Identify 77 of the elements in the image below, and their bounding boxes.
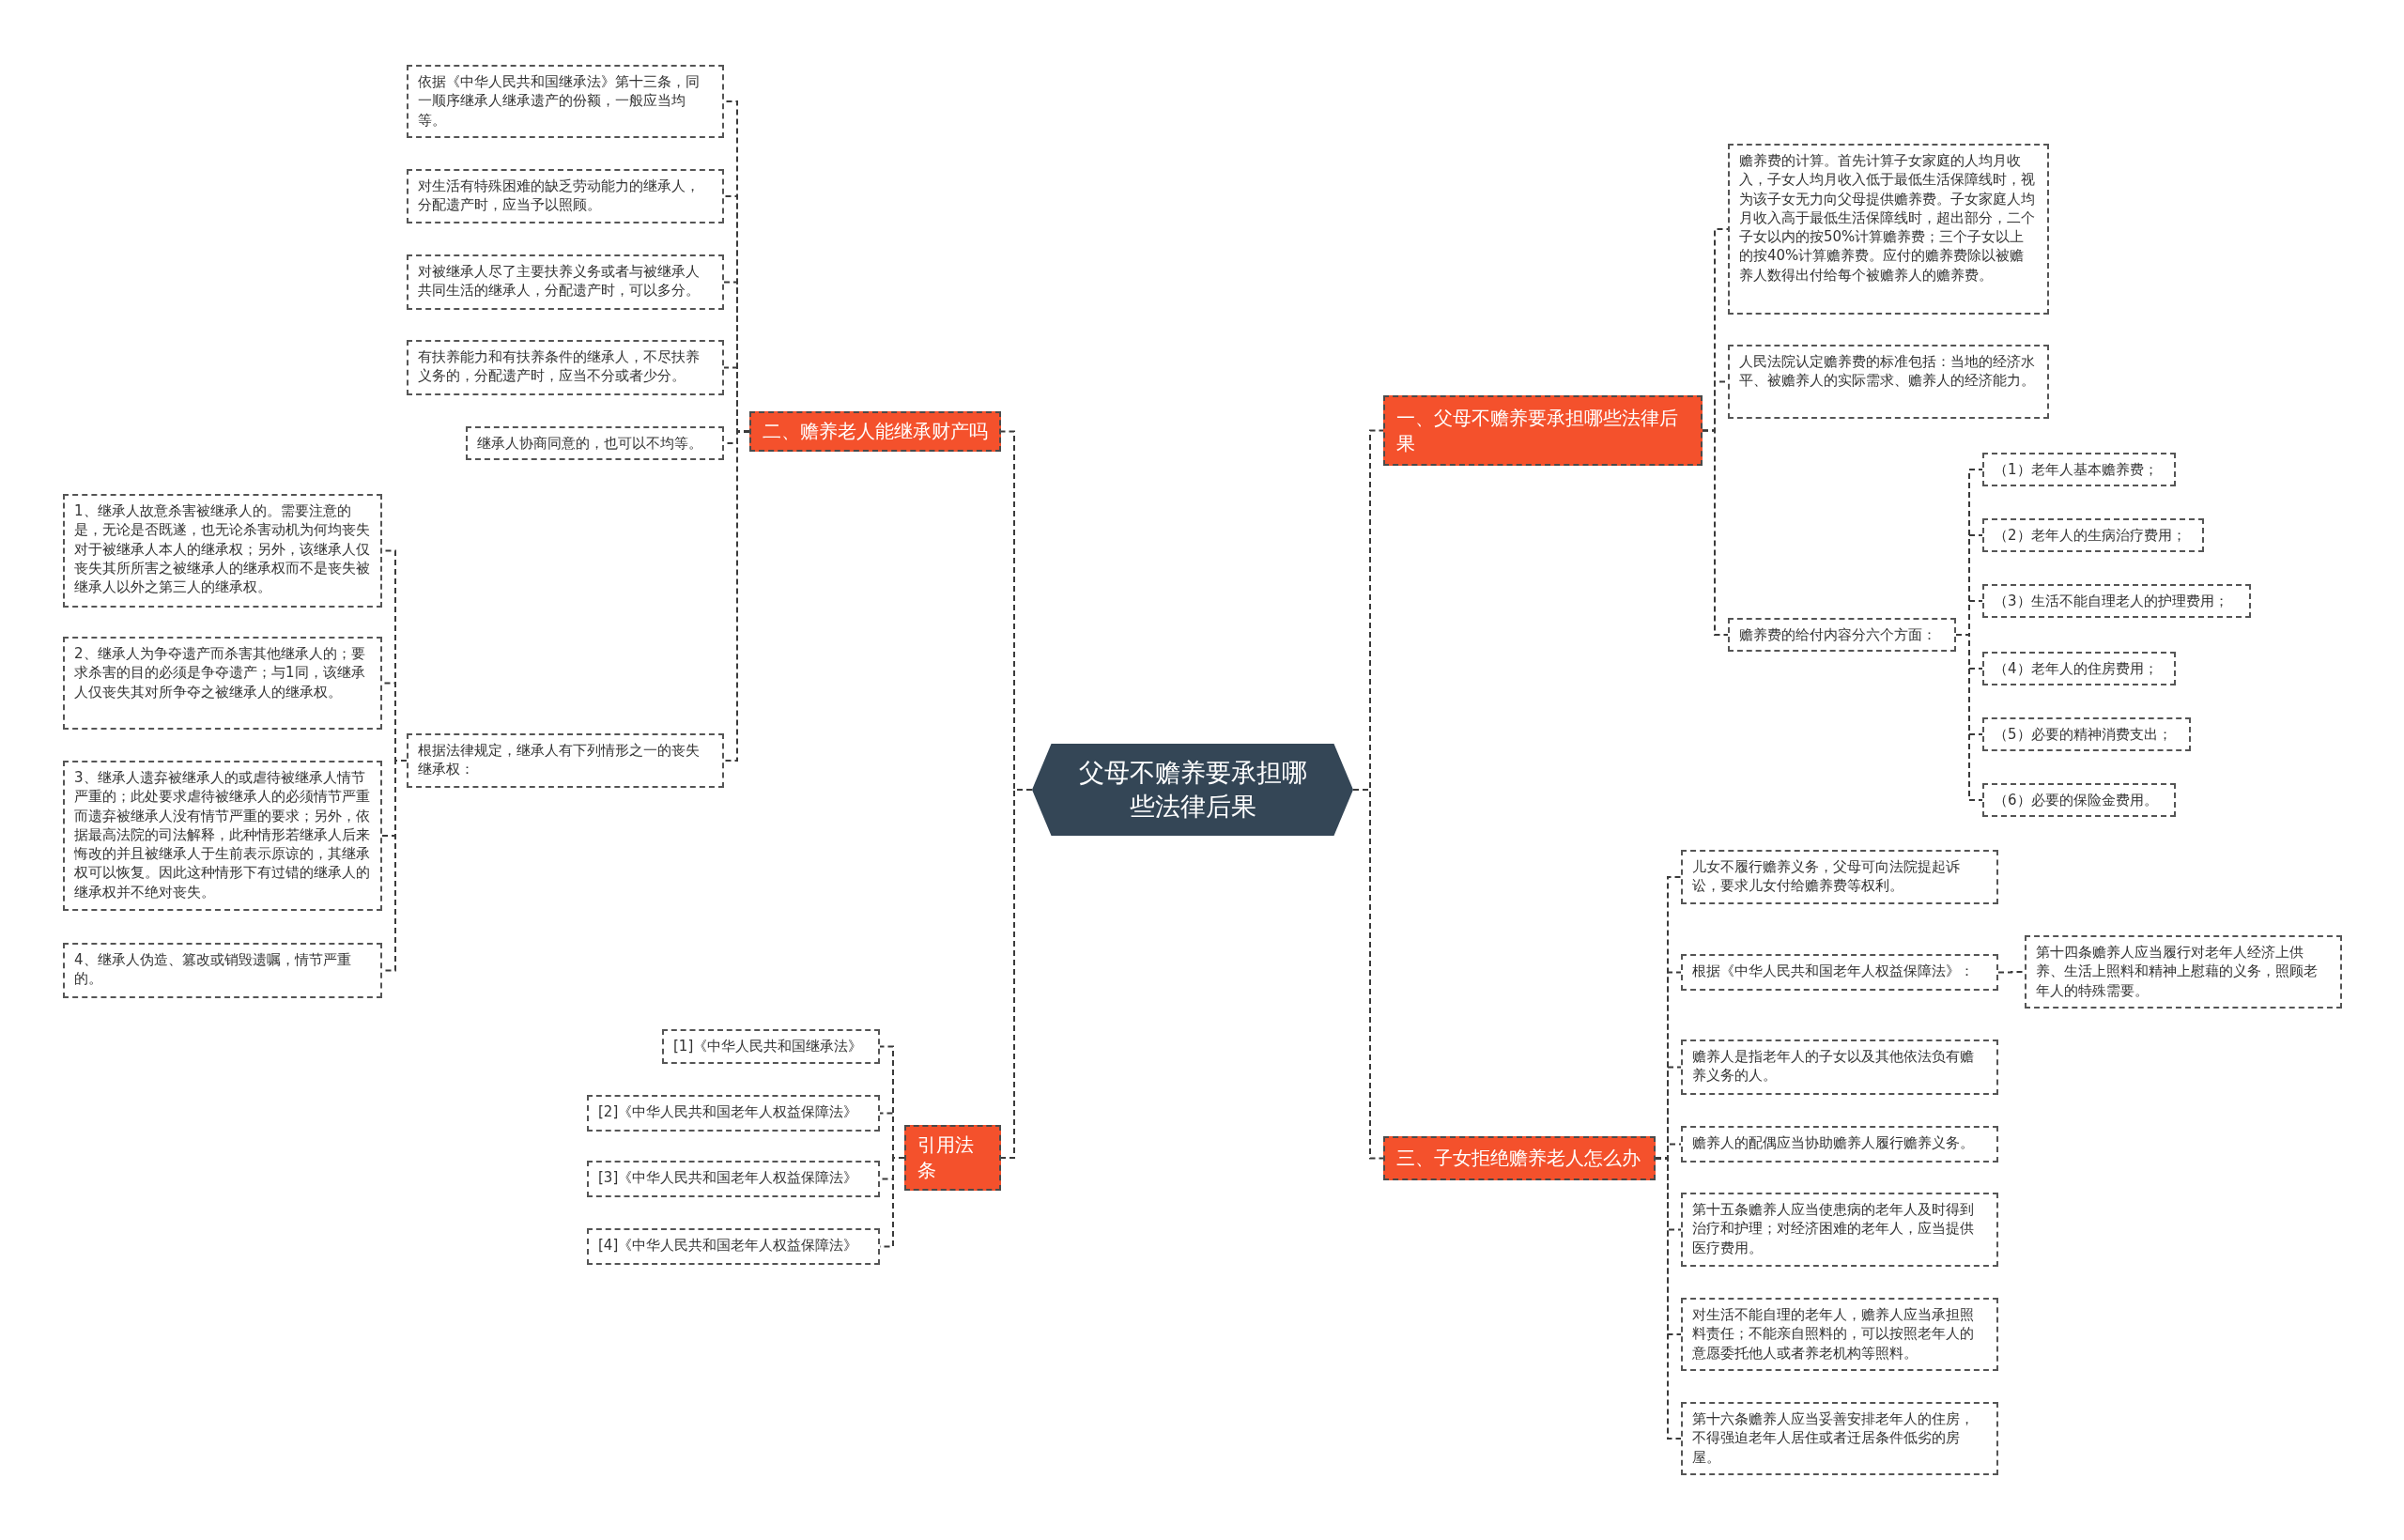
node-text: 3、继承人遗弃被继承人的或虐待被继承人情节严重的；此处要求虐待被继承人的必须情节严重而遗弃被继承人没有情节严重的要求；另外，依据最高法院的司法解释，此种情形若继承人后来悔改的并且被继承人于生前表示原谅的，其继承权可以恢复。因此这种情形下有过错的继承人的继承权并不绝对丧失。 [74, 768, 371, 901]
node-text: 对生活不能自理的老年人，赡养人应当承担照料责任；不能亲自照料的，可以按照老年人的意愿委托他人或者养老机构等照料。 [1692, 1305, 1975, 1363]
node-text: 赡养费的计算。首先计算子女家庭的人均月收入，子女人均月收入低于最低生活保障线时，视为该子女无力向父母提供赡养费。子女家庭人均月收入高于最低生活保障线时，超出部分，二个子女以内的按50%计算赡养费；三个子女以上的按40%计算赡养费。应付的赡养费除以被赡养人数得出付给每个被赡养人的赡养费。 [1739, 151, 2036, 285]
text-box [1728, 618, 1956, 653]
text-box [407, 254, 724, 310]
node-text: （6）必要的保险金费用。 [1994, 791, 2158, 810]
text-box [1982, 518, 2204, 553]
text-box [587, 1228, 880, 1265]
connector-line [1702, 429, 1729, 636]
text-box [407, 733, 724, 788]
branch-topic-box [904, 1125, 1001, 1191]
node-text: 儿女不履行赡养义务，父母可向法院提起诉讼，要求儿女付给赡养费等权利。 [1692, 857, 1961, 896]
node-text: 第十五条赡养人应当使患病的老年人及时得到治疗和护理；对经济困难的老年人，应当提供医疗费用。 [1692, 1200, 1975, 1257]
node-text: 引用法条 [917, 1132, 975, 1183]
text-box [1681, 954, 1998, 991]
node-text: [2]《中华人民共和国老年人权益保障法》 [598, 1102, 858, 1122]
node-text: 继承人协商同意的，也可以不均等。 [477, 434, 702, 454]
node-text: [1]《中华人民共和国继承法》 [673, 1037, 863, 1056]
connector-line [723, 430, 750, 762]
node-text: 第十四条赡养人应当履行对老年人经济上供养、生活上照料和精神上慰藉的义务，照顾老年人的特殊需要。 [2036, 943, 2319, 1000]
text-box [63, 637, 382, 730]
text-box [1728, 345, 2049, 419]
text-box [1681, 1298, 1998, 1371]
connector-line [1655, 1157, 1682, 1440]
text-box [63, 494, 382, 608]
node-text: （4）老年人的住房费用； [1994, 659, 2158, 679]
text-box [662, 1029, 880, 1064]
text-box [407, 169, 724, 223]
node-text: （3）生活不能自理老人的护理费用； [1994, 592, 2228, 611]
node-text: 父母不赡养要承担哪些法律后果 [1077, 756, 1308, 823]
node-text: 二、赡养老人能继承财产吗 [763, 419, 988, 444]
text-box [587, 1161, 880, 1197]
node-text: 根据《中华人民共和国老年人权益保障法》： [1692, 962, 1974, 981]
node-text: 赡养人的配偶应当协助赡养人履行赡养义务。 [1692, 1133, 1974, 1153]
text-box [466, 426, 724, 461]
text-box [1982, 717, 2191, 752]
node-text: [4]《中华人民共和国老年人权益保障法》 [598, 1236, 858, 1255]
text-box [63, 761, 382, 911]
text-box [1728, 144, 2049, 315]
node-text: 对生活有特殊困难的缺乏劳动能力的继承人，分配遗产时，应当予以照顾。 [418, 177, 701, 215]
text-box [587, 1095, 880, 1132]
node-text: 2、继承人为争夺遗产而杀害其他继承人的；要求杀害的目的必须是争夺遗产；与1同，该继承人仅丧失其对所争夺之被继承人的继承权。 [74, 644, 366, 701]
node-text: 赡养人是指老年人的子女以及其他依法负有赡养义务的人。 [1692, 1047, 1975, 1086]
text-box [407, 65, 724, 138]
branch-topic-box [749, 411, 1001, 452]
node-text: 人民法院认定赡养费的标准包括：当地的经济水平、被赡养人的实际需求、赡养人的经济能力。 [1739, 352, 2036, 391]
node-text: 一、父母不赡养要承担哪些法律后果 [1396, 405, 1679, 456]
text-box [1681, 1126, 1998, 1163]
text-box [1982, 453, 2176, 487]
node-text: （1）老年人基本赡养费； [1994, 460, 2158, 480]
node-text: [3]《中华人民共和国老年人权益保障法》 [598, 1168, 858, 1188]
text-box [1982, 783, 2176, 818]
node-text: （5）必要的精神消费支出； [1994, 725, 2172, 745]
text-box [1681, 1040, 1998, 1095]
text-box [63, 943, 382, 998]
node-text: 对被继承人尽了主要扶养义务或者与被继承人共同生活的继承人，分配遗产时，可以多分。 [418, 262, 701, 300]
central-topic-hexagon [1032, 744, 1353, 836]
text-box [1982, 652, 2176, 686]
node-text: 赡养费的给付内容分六个方面： [1739, 625, 1936, 645]
branch-topic-box [1383, 1136, 1656, 1180]
text-box [1681, 1402, 1998, 1475]
text-box [1681, 850, 1998, 904]
text-box [2025, 935, 2342, 1009]
node-text: 1、继承人故意杀害被继承人的。需要注意的是，无论是否既遂，也无论杀害动机为何均丧失对于被继承人本人的继承权；另外，该继承人仅丧失其所所害之被继承人的继承权而不是丧失被继承人以外之第三人的继承权。 [74, 501, 371, 597]
text-box [1982, 584, 2251, 619]
node-text: 依据《中华人民共和国继承法》第十三条，同一顺序继承人继承遗产的份额，一般应当均等。 [418, 72, 701, 130]
node-text: 三、子女拒绝赡养老人怎么办 [1396, 1146, 1641, 1171]
node-text: 4、继承人伪造、篡改或销毁遗嘱，情节严重的。 [74, 950, 352, 989]
node-text: 有扶养能力和有扶养条件的继承人，不尽扶养义务的，分配遗产时，应当不分或者少分。 [418, 347, 701, 386]
text-box [407, 340, 724, 395]
connector-line [1955, 634, 1983, 801]
text-box [1681, 1193, 1998, 1267]
branch-topic-box [1383, 395, 1703, 466]
connector-line [1997, 971, 2026, 974]
node-text: 根据法律规定，继承人有下列情形之一的丧失继承权： [418, 741, 701, 779]
node-text: 第十六条赡养人应当妥善安排老年人的住房，不得强迫老年人居住或者迁居条件低劣的房屋。 [1692, 1409, 1975, 1467]
node-text: （2）老年人的生病治疗费用； [1994, 526, 2186, 546]
